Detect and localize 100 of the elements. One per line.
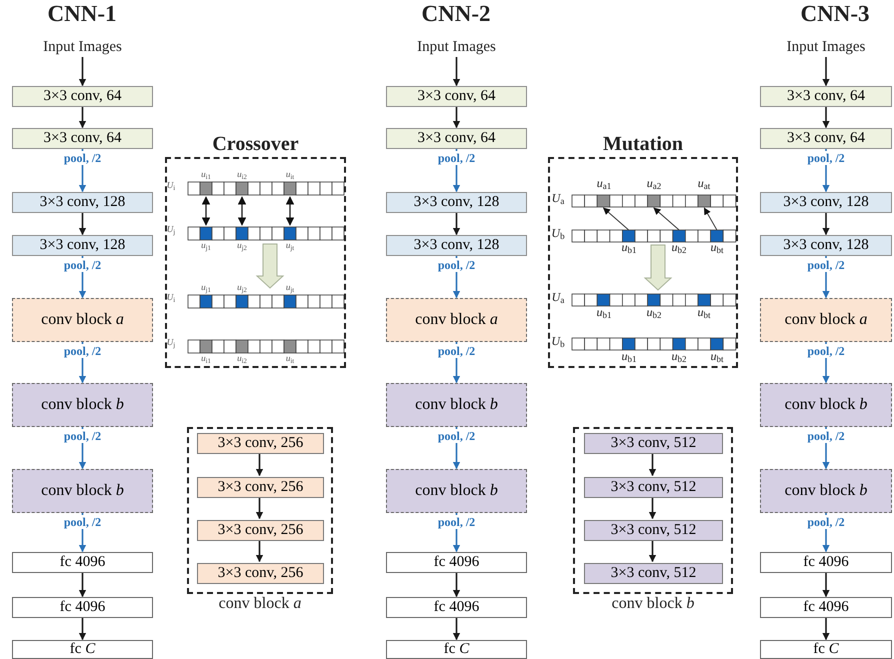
gene-label: u$_{j2}$ <box>237 283 247 292</box>
layer-box: fc 4096 <box>760 597 892 618</box>
arrow <box>452 213 460 236</box>
edge-label: pool, /2 <box>62 258 104 272</box>
layer-box: fc 4096 <box>760 552 892 573</box>
layer-box: 3×3 conv, 64 <box>12 86 153 107</box>
gene-label: u$_{j1}$ <box>201 241 211 250</box>
layer-box: 3×3 conv, 128 <box>12 192 153 213</box>
gene-label: u$_{i2}$ <box>237 354 247 363</box>
gene-label: u$_{j1}$ <box>201 283 211 292</box>
block-box: conv block b <box>386 469 527 513</box>
panel-title: Mutation <box>603 132 683 157</box>
gene-label: u$_{b1}$ <box>622 350 636 362</box>
arrow <box>78 107 86 128</box>
arrow <box>452 618 460 640</box>
gene-label: U$_{b}$ <box>551 227 565 239</box>
arrow <box>822 618 830 640</box>
arrow <box>822 573 830 598</box>
gene-label: u$_{i2}$ <box>237 170 247 179</box>
arrow <box>648 540 656 562</box>
arrow <box>822 107 830 128</box>
panel-caption: conv block b <box>612 594 694 614</box>
layer-box: 3×3 conv, 128 <box>12 235 153 256</box>
layer-box: 3×3 conv, 64 <box>760 128 892 149</box>
gene-label: U$_{j}$ <box>166 225 176 234</box>
gene-label: U$_{j}$ <box>166 338 176 347</box>
arrow <box>452 107 460 128</box>
layer-box: 3×3 conv, 256 <box>197 433 324 454</box>
layer-box: 3×3 conv, 64 <box>12 128 153 149</box>
gene-label: u$_{b1}$ <box>622 241 636 253</box>
gene-label: u$_{b2}$ <box>672 241 686 253</box>
layer-box: 3×3 conv, 512 <box>584 563 723 584</box>
gene-label: u$_{bt}$ <box>698 306 710 318</box>
block-box: conv block b <box>760 469 892 513</box>
gene-label: U$_{i}$ <box>166 181 176 190</box>
edge-label: pool, /2 <box>436 429 478 443</box>
block-box: conv block b <box>12 383 153 427</box>
edge-label: pool, /2 <box>436 515 478 529</box>
layer-box: fc 4096 <box>12 552 153 573</box>
gene-label: u$_{it}$ <box>286 170 294 179</box>
edge-label: pool, /2 <box>62 151 104 165</box>
gene-label: u$_{i1}$ <box>201 170 211 179</box>
layer-box: 3×3 conv, 256 <box>197 477 324 498</box>
block-box: conv block b <box>760 383 892 427</box>
arrow <box>78 618 86 640</box>
block-box: conv block a <box>12 298 153 342</box>
layer-box: 3×3 conv, 512 <box>584 520 723 541</box>
gene-label: u$_{b1}$ <box>596 306 612 318</box>
edge-label: pool, /2 <box>62 344 104 358</box>
gene-label: U$_{a}$ <box>552 291 564 303</box>
edge-label: pool, /2 <box>805 344 847 358</box>
gene-label: u$_{b2}$ <box>646 306 662 318</box>
layer-box: 3×3 conv, 128 <box>760 235 892 256</box>
layer-box: 3×3 conv, 128 <box>386 192 527 213</box>
layer-box: 3×3 conv, 256 <box>197 520 324 541</box>
block-box: conv block b <box>386 383 527 427</box>
edge-label: pool, /2 <box>436 344 478 358</box>
layer-box: fc C <box>386 640 527 659</box>
gene-label: u$_{bt}$ <box>710 241 724 253</box>
panel-caption: conv block a <box>218 594 302 614</box>
gene-label: u$_{b2}$ <box>672 350 686 362</box>
gene-label: u$_{j2}$ <box>237 241 247 250</box>
edge-label: pool, /2 <box>805 151 847 165</box>
arrow <box>648 497 656 520</box>
gene-label: U$_{a}$ <box>552 192 564 204</box>
gene-label: u$_{i1}$ <box>201 354 211 363</box>
edge-label: pool, /2 <box>805 515 847 529</box>
column-heading: CNN-3 <box>800 2 870 25</box>
layer-box: fc 4096 <box>386 552 527 573</box>
layer-box: 3×3 conv, 512 <box>584 433 723 454</box>
arrow <box>256 453 264 476</box>
gene-label: U$_{i}$ <box>166 293 176 302</box>
layer-box: fc C <box>760 640 892 659</box>
arrow <box>822 213 830 236</box>
gene-label: u$_{bt}$ <box>710 350 724 362</box>
arrow <box>452 573 460 598</box>
gene-label: u$_{jt}$ <box>286 283 294 292</box>
block-box: conv block a <box>760 298 892 342</box>
input-label: Input Images <box>386 37 527 57</box>
arrow <box>648 453 656 476</box>
panel-title: Crossover <box>212 132 299 157</box>
gene-label: u$_{a1}$ <box>596 177 612 189</box>
arrow <box>452 57 460 86</box>
block-box: conv block a <box>386 298 527 342</box>
layer-box: fc 4096 <box>12 597 153 618</box>
gene-label: u$_{at}$ <box>698 177 710 189</box>
block-box: conv block b <box>12 469 153 513</box>
layer-box: fc C <box>12 640 153 659</box>
edge-label: pool, /2 <box>436 258 478 272</box>
arrow <box>78 213 86 236</box>
gene-label: u$_{jt}$ <box>286 241 294 250</box>
input-label: Input Images <box>12 37 153 57</box>
edge-label: pool, /2 <box>805 258 847 272</box>
layer-box: 3×3 conv, 64 <box>386 86 527 107</box>
layer-box: 3×3 conv, 512 <box>584 477 723 498</box>
gene-label: u$_{it}$ <box>286 354 294 363</box>
arrow <box>78 573 86 598</box>
column-heading: CNN-1 <box>48 2 116 25</box>
gene-label: U$_{b}$ <box>551 335 565 347</box>
layer-box: 3×3 conv, 128 <box>760 192 892 213</box>
